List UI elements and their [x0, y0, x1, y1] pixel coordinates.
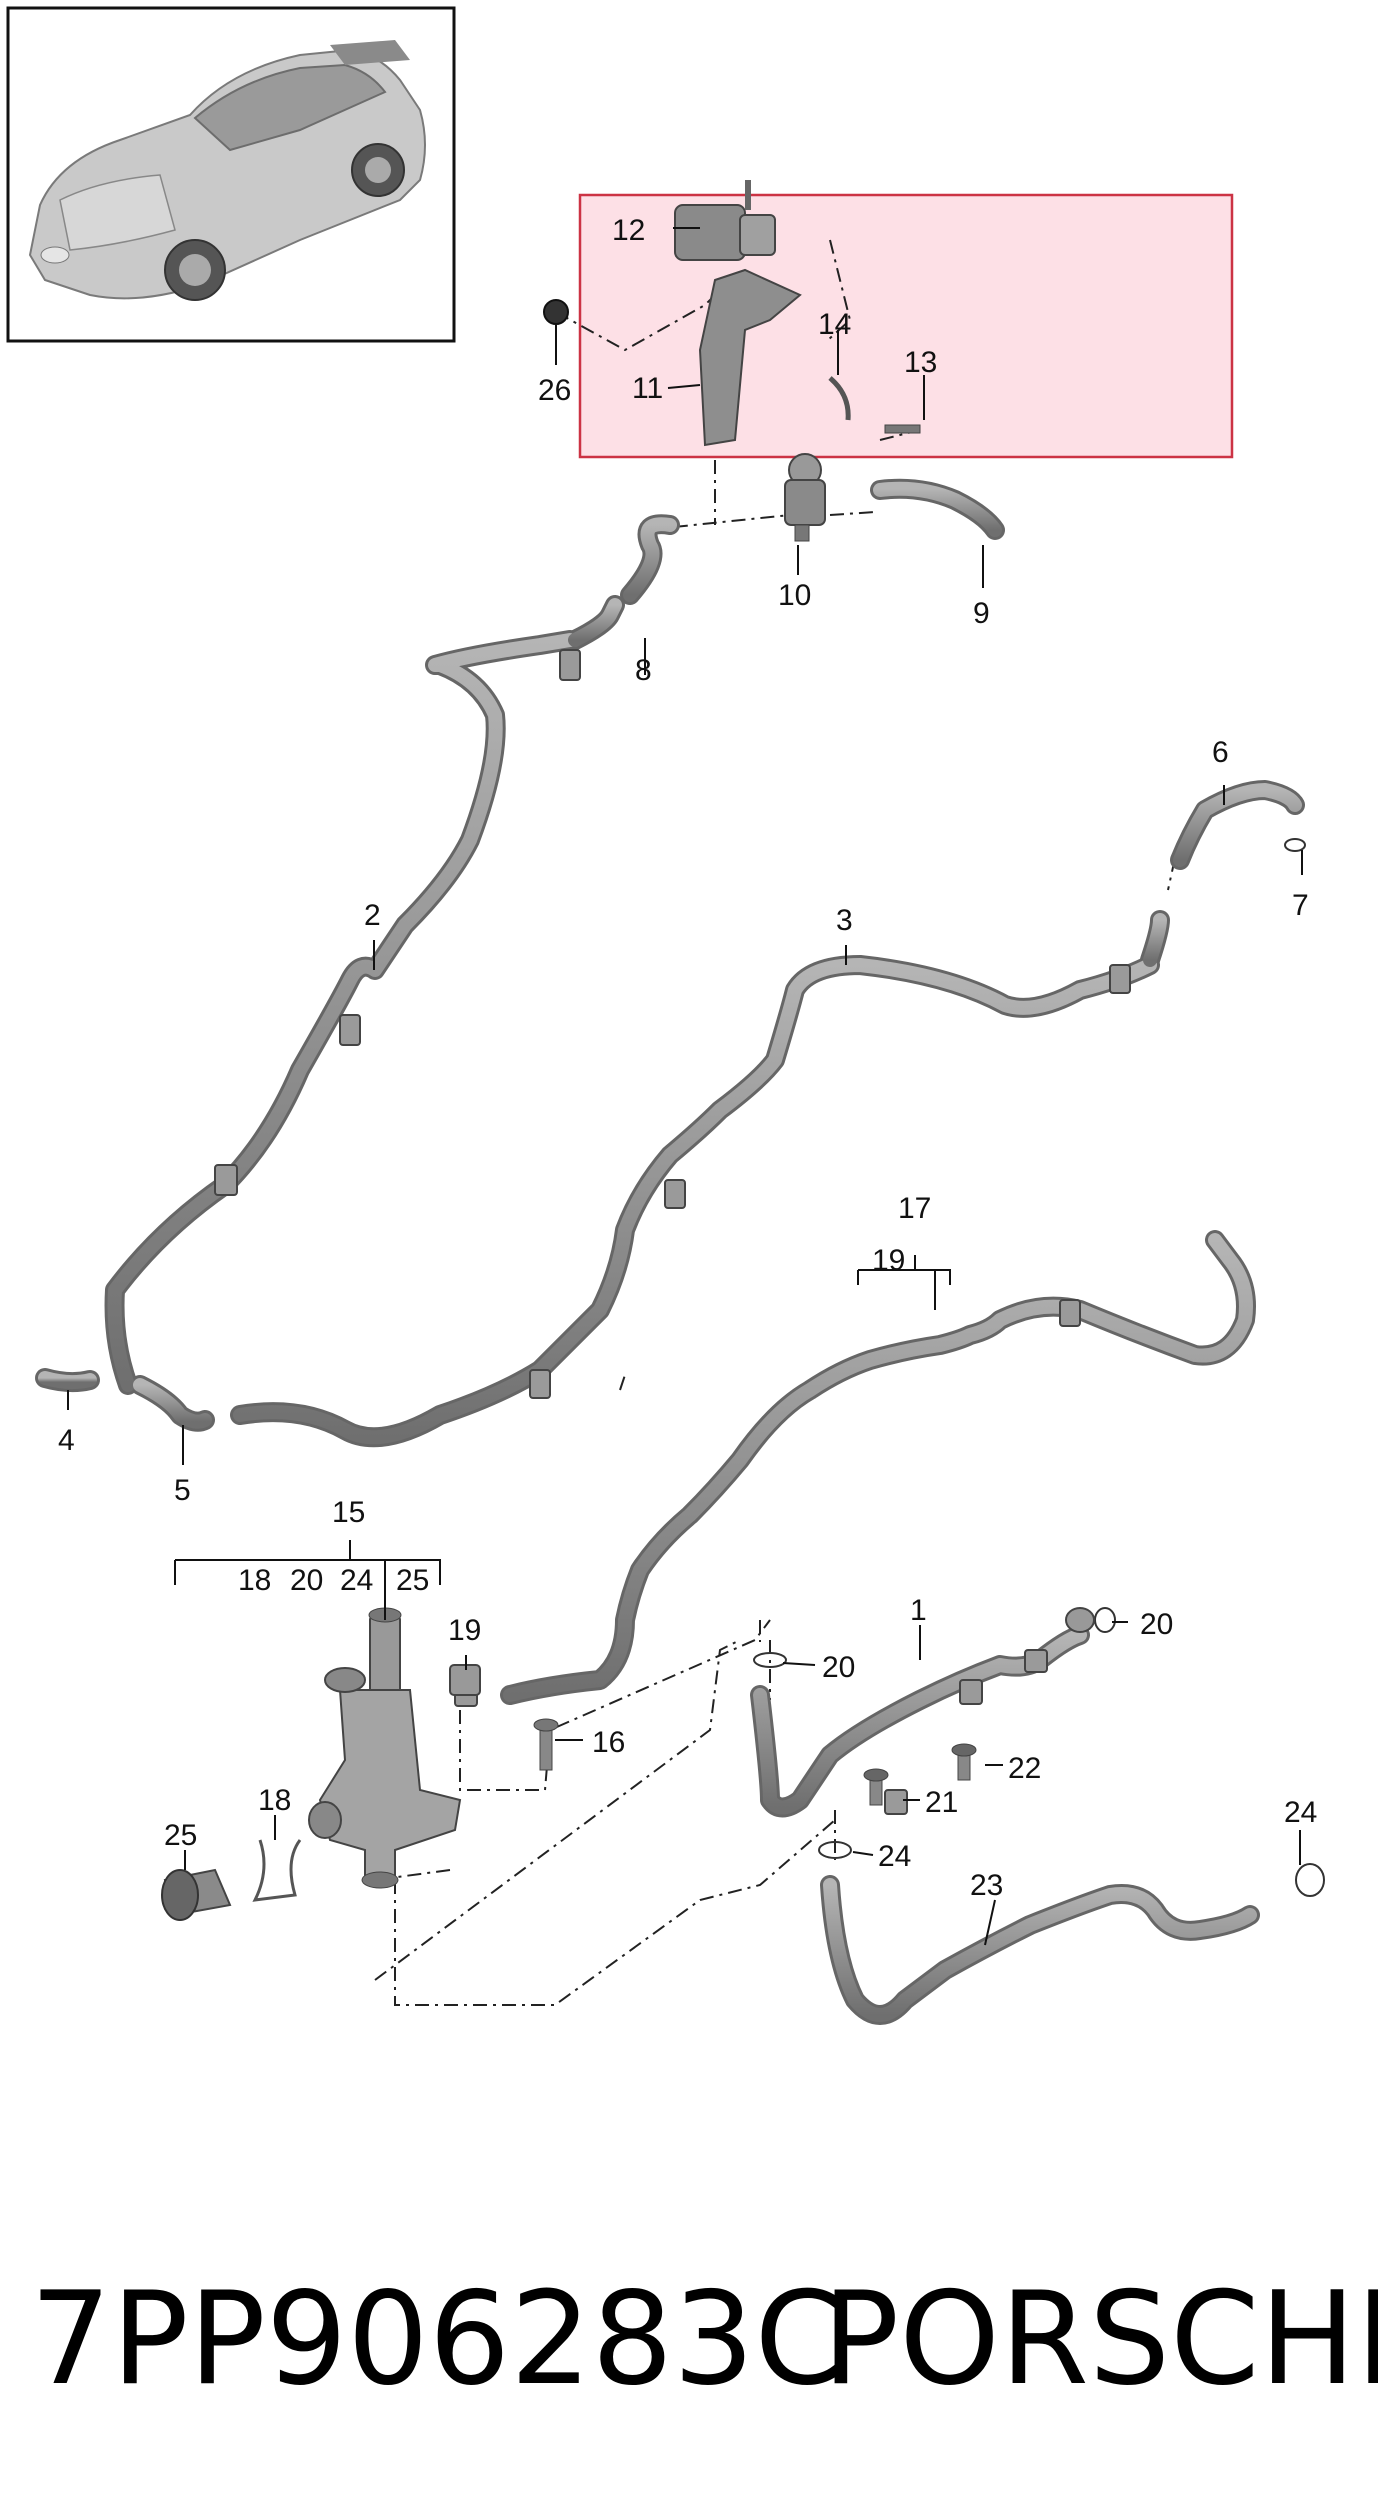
callout-19-group: 19 — [872, 1244, 905, 1277]
callout-labels: 12 11 14 13 26 10 9 8 2 3 6 7 4 5 17 19 … — [58, 214, 1317, 1902]
pipe-clips — [214, 649, 1131, 1815]
callout-20-upper-right: 20 — [1140, 1608, 1173, 1641]
car-illustration — [28, 40, 426, 301]
callout-3: 3 — [836, 904, 853, 937]
callout-2: 2 — [364, 899, 381, 932]
callout-8: 8 — [635, 654, 652, 687]
callout-22: 22 — [1008, 1752, 1041, 1785]
pipe-2 — [104, 630, 580, 1395]
callout-24-middle: 24 — [878, 1840, 911, 1873]
callout-16: 16 — [592, 1726, 625, 1759]
pipes — [35, 478, 1305, 2025]
callout-4: 4 — [58, 1424, 75, 1457]
callout-6: 6 — [1212, 736, 1229, 769]
callout-18-group: 18 — [238, 1564, 271, 1597]
callout-7: 7 — [1292, 889, 1309, 922]
callout-5: 5 — [174, 1474, 191, 1507]
callout-19: 19 — [448, 1614, 481, 1647]
callout-11: 11 — [632, 372, 663, 405]
callout-14: 14 — [818, 308, 851, 341]
callout-21: 21 — [925, 1786, 958, 1819]
leader-lines — [67, 227, 1303, 1946]
callout-24-group: 24 — [340, 1564, 373, 1597]
brand-name: PORSCHE — [822, 2265, 1378, 2414]
callout-25: 25 — [164, 1819, 197, 1852]
pipe-23 — [820, 1875, 1260, 2025]
callout-10: 10 — [778, 579, 811, 612]
callout-20-group: 20 — [290, 1564, 323, 1597]
valve-assembly — [543, 180, 921, 542]
callout-12: 12 — [612, 214, 645, 247]
callout-13: 13 — [904, 346, 937, 379]
callout-23: 23 — [970, 1869, 1003, 1902]
part-number: 7PP906283C — [30, 2265, 844, 2414]
coolant-housing — [161, 1607, 559, 1921]
car-thumbnail — [6, 6, 456, 343]
callout-18: 18 — [258, 1784, 291, 1817]
callout-26: 26 — [538, 374, 571, 407]
callout-24-right: 24 — [1284, 1796, 1317, 1829]
callout-9: 9 — [973, 597, 990, 630]
bolts-and-seals — [753, 838, 1325, 1897]
pipe-3 — [230, 955, 1160, 1448]
callout-17: 17 — [898, 1192, 931, 1225]
callout-20-left: 20 — [822, 1651, 855, 1684]
callout-15: 15 — [332, 1496, 365, 1529]
callout-25-group: 25 — [396, 1564, 429, 1597]
callout-1: 1 — [910, 1594, 927, 1627]
